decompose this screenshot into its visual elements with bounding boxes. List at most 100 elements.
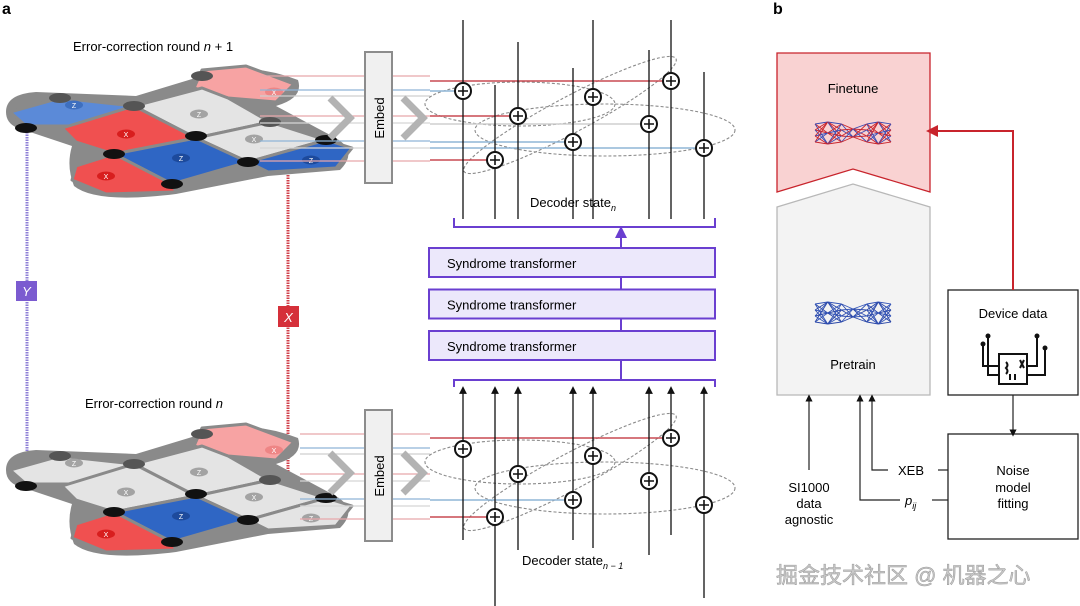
stabilizer-group-outline [424,439,616,485]
nn-edge [878,121,892,131]
stabilizer-label: Z [72,461,77,468]
stabilizer-badge [265,445,283,455]
nn-edge [866,301,879,311]
nn-edge [877,123,892,145]
panel-b-letter: b [773,1,783,18]
nn-edge [814,301,829,317]
nn-edge [866,301,879,317]
nn-edge [866,121,879,131]
nn-edge [866,135,879,145]
svg-text:X: X [283,310,294,325]
stabilizer-badge [117,487,135,497]
nn-edge [878,309,892,314]
nn-edge [866,312,879,323]
nn-edge [827,321,842,325]
cnot-plus [568,495,578,505]
nn-edge [852,136,867,143]
nn-edge [814,301,828,311]
nn-edge [827,309,842,314]
stabilizer-label: X [252,495,257,502]
decoder-state-n-label: Decoder staten [530,195,616,213]
transformer-box [428,330,716,361]
nn-edge [852,123,868,138]
noise-model-fitting-box: Noise model fitting [947,433,1079,540]
nn-edge [866,123,879,145]
transformer-label: Syndrome transformer [447,298,577,313]
stabilizer-label: X [252,137,257,144]
nn-edge [877,309,892,325]
nn-edge [878,315,892,325]
si1000-label-line3: agnostic [785,512,834,527]
nn-edge [878,121,892,125]
stabilizer-label: Z [72,103,77,110]
qubit-dot [237,515,259,525]
nn-edge [814,121,829,137]
qubit-dot [237,157,259,167]
stabilizer-group-outline [424,81,616,127]
qubit-dot [259,475,281,485]
nn-edge [852,316,867,323]
nn-edge [814,121,829,143]
cnot-plus [666,76,676,86]
nn-edge [841,316,854,323]
cnot-plus [644,119,654,129]
nn-edge [827,303,842,325]
svg-text:Noise: Noise [996,463,1029,478]
qubit-dot [49,451,71,461]
stabilizer-group-outline [474,461,736,515]
stabilizer-badge [97,529,115,539]
nn-edge [841,303,854,318]
decoder-state-bottom-bracket [453,379,716,387]
stabilizer-label: X [104,532,109,539]
cnot-plus [699,500,709,510]
nn-edge [866,121,879,143]
xeb-label: XEB [898,463,924,478]
decoder-state-top-bracket [453,218,716,228]
stabilizer-group-outline [474,103,736,157]
stabilizer-badge [302,155,320,165]
stabilizer-label: Z [197,112,202,119]
nn-edge [841,136,854,143]
svg-text:Pretrain: Pretrain [830,357,876,372]
nn-edge [852,129,868,138]
qubit-dot [161,537,183,547]
stabilizer-badge [65,458,83,468]
nn-edge [866,315,879,325]
nn-edge [852,315,867,318]
qubit-dot [103,149,125,159]
nn-edge [852,128,868,143]
nn-edge [827,135,842,145]
nn-edge [852,123,867,130]
nn-edge [827,303,842,314]
nn-edge [852,308,868,323]
cnot-plus [568,137,578,147]
stabilizer-badge [172,511,190,521]
nn-edge [878,321,892,325]
panel-a-letter: a [2,1,11,18]
nn-edge [827,123,842,145]
nn-edge [827,315,842,325]
nn-edge [841,123,854,130]
nn-edge [878,135,892,145]
svg-text:fitting: fitting [997,496,1028,511]
nn-edge [827,301,842,311]
syndrome-transformer-block: Syndrome transformer [428,288,716,320]
nn-edge [827,129,842,145]
nn-edge [827,121,842,125]
nn-edge [878,141,892,145]
nn-edge [877,301,892,323]
y-error-badge: Y [16,281,37,301]
cnot-plus [513,111,523,121]
nn-edge [841,128,854,137]
nn-edge [827,309,842,325]
nn-edge [878,303,892,314]
nn-edge [814,135,828,145]
nn-edge [852,135,867,138]
qubit-dot [315,493,337,503]
nn-edge [877,303,892,325]
nn-edge [814,312,828,323]
qubit-dot [123,459,145,469]
stabilizer-badge [245,134,263,144]
